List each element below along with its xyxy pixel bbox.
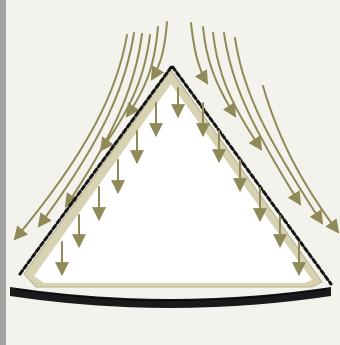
left-edge-strip [0, 0, 6, 345]
